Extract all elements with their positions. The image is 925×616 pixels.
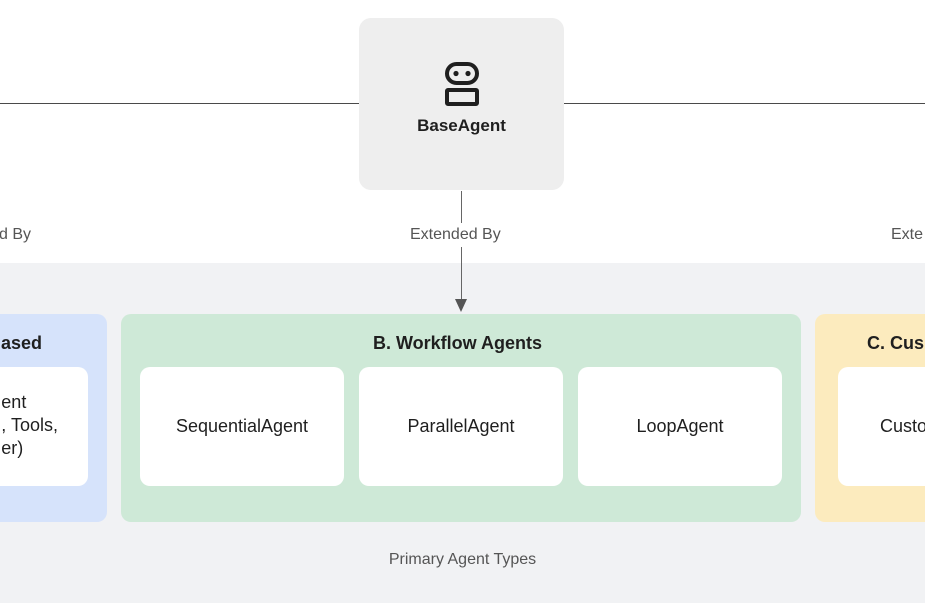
top-connector-right (564, 103, 925, 104)
base-agent-card: BaseAgent (359, 18, 564, 190)
vertical-connector-upper (461, 191, 462, 223)
agent-card-label: Custo (880, 416, 925, 436)
base-agent-label: BaseAgent (417, 116, 506, 135)
arrow-down-icon (455, 299, 467, 312)
agent-card-label: ParallelAgent (407, 416, 515, 436)
agent-card-parallel: ParallelAgent (359, 367, 563, 486)
extended-by-label-left: d By (0, 226, 32, 243)
agent-card-llm-text: ent , Tools, er) (1, 392, 58, 458)
agent-card-llm: ent , Tools, er) (0, 367, 88, 486)
vertical-connector-lower (461, 247, 462, 301)
top-connector-left (0, 103, 359, 104)
robot-icon (445, 62, 479, 106)
agent-card-custom: Custo (838, 367, 925, 486)
group-title-c: C. Cus (867, 333, 925, 353)
agent-card-loop: LoopAgent (578, 367, 782, 486)
group-title-a: ased (1, 333, 43, 353)
extended-by-label-right: Exte (891, 226, 924, 243)
extended-by-label-center: Extended By (410, 226, 501, 243)
primary-agent-types-label: Primary Agent Types (388, 551, 537, 568)
group-title-b: B. Workflow Agents (373, 333, 543, 353)
agent-card-sequential: SequentialAgent (140, 367, 344, 486)
agent-card-label: LoopAgent (636, 416, 724, 436)
agent-card-label: SequentialAgent (175, 416, 309, 436)
